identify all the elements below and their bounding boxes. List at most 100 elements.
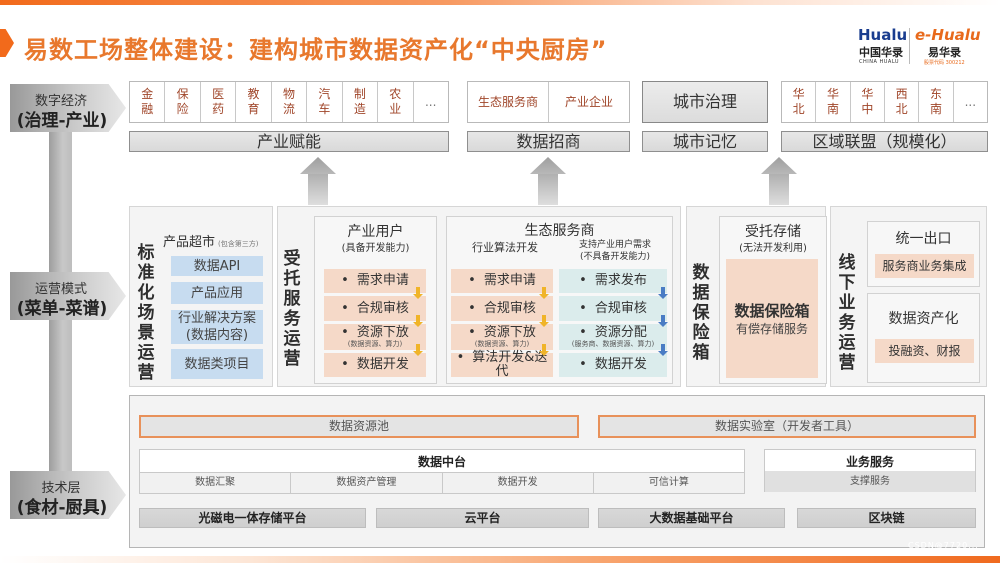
step-item: 合规审核 bbox=[324, 296, 426, 321]
investment-cell: 生态服务商 bbox=[468, 82, 549, 122]
step-item: 资源下放(数据资源、算力) bbox=[324, 324, 426, 350]
algo-dev-title: 行业算法开发 bbox=[472, 241, 538, 254]
layer-label-line2: (食材-厨具) bbox=[16, 498, 108, 518]
product-market-note: (包含第三方) bbox=[218, 240, 259, 248]
data-middle-platform-item: 数据开发 bbox=[442, 473, 594, 493]
data-lab: 数据实验室（开发者工具） bbox=[598, 415, 976, 438]
data-safe-vertical-title: 数据保险箱 bbox=[692, 263, 710, 363]
investment-bar: 数据招商 bbox=[467, 131, 630, 152]
support-services: 支撑服务 bbox=[765, 471, 975, 492]
ehualu-logo-sub: 股票代码 300212 bbox=[924, 60, 965, 66]
step-item: 数据开发 bbox=[559, 353, 667, 377]
industry-cell: 教 育 bbox=[236, 82, 272, 122]
step-item: 资源下放(数据资源、算力) bbox=[451, 324, 553, 350]
data-middle-platform-item: 可信计算 bbox=[593, 473, 744, 493]
step-label: 合规审核 bbox=[341, 301, 409, 316]
step-item: 资源分配(服务商、数据资源、算力) bbox=[559, 324, 667, 350]
entrusted-storage-subtitle: (无法开发利用) bbox=[739, 243, 807, 254]
industry-list: 金 融保 险医 药教 育物 流汽 车制 造农 业... bbox=[129, 81, 449, 123]
assetization-item: 投融资、财报 bbox=[875, 339, 974, 363]
region-cell: 华 南 bbox=[816, 82, 851, 122]
step-label: 需求申请 bbox=[468, 274, 536, 288]
ehualu-logo-en: e-Hualu bbox=[915, 26, 981, 44]
step-label: 需求发布 bbox=[579, 274, 647, 288]
standard-scenario-ops-panel: 标准化场景运营 产品超市(包含第三方) 数据API 产品应用 行业解决方案 (数… bbox=[129, 206, 273, 387]
step-note: (数据资源、算力) bbox=[474, 339, 530, 348]
region-cell: ... bbox=[964, 94, 977, 109]
flow-arrow-icon bbox=[413, 344, 423, 356]
hualu-logo-sub: CHINA HUALU bbox=[859, 59, 900, 65]
data-middle-platform: 数据中台 数据汇聚数据资产管理数据开发可信计算 bbox=[139, 449, 745, 494]
entrusted-service-ops-panel: 受托服务运营 产业用户 (具备开发能力) 需求申请 合规审核 资源下放(数据资源… bbox=[277, 206, 681, 387]
product-item: 行业解决方案 (数据内容) bbox=[171, 310, 263, 344]
data-resource-pool: 数据资源池 bbox=[139, 415, 579, 438]
up-arrow-icon bbox=[300, 157, 336, 205]
flow-arrow-icon bbox=[413, 287, 423, 299]
flow-arrow-icon bbox=[539, 344, 549, 356]
product-item: 数据类项目 bbox=[171, 349, 263, 379]
data-safe-box: 数据保险箱 有偿存储服务 bbox=[726, 259, 818, 378]
investment-list: 生态服务商产业企业 bbox=[467, 81, 630, 123]
industry-users-subtitle: (具备开发能力) bbox=[341, 243, 410, 254]
data-middle-platform-items: 数据汇聚数据资产管理数据开发可信计算 bbox=[140, 472, 744, 493]
platform-item: 云平台 bbox=[376, 508, 589, 528]
data-middle-platform-item: 数据资产管理 bbox=[291, 473, 443, 493]
step-label: 资源下放 bbox=[341, 325, 409, 340]
layer-label-tech: 技术层 (食材-厨具) bbox=[10, 471, 126, 519]
flow-arrow-icon bbox=[539, 315, 549, 327]
industry-cell: 汽 车 bbox=[307, 82, 343, 122]
up-arrow-icon bbox=[761, 157, 797, 205]
entrusted-ops-title: 受托服务运营 bbox=[283, 249, 301, 369]
step-item: 需求申请 bbox=[324, 269, 426, 293]
investment-cell: 产业企业 bbox=[564, 94, 613, 109]
region-cell: 西 北 bbox=[885, 82, 920, 122]
data-safe-panel: 数据保险箱 受托存储 (无法开发利用) 数据保险箱 有偿存储服务 bbox=[686, 206, 827, 387]
watermark: CSDN@7720... bbox=[908, 541, 979, 550]
entrusted-storage-title: 受托存储 bbox=[745, 224, 801, 240]
product-item: 产品应用 bbox=[171, 282, 263, 304]
unified-exit-box: 统一出口 服务商业务集成 bbox=[867, 221, 980, 287]
data-safe-box-title: 数据保险箱 bbox=[734, 301, 810, 320]
data-safe-box-subtitle: 有偿存储服务 bbox=[735, 321, 808, 336]
flow-arrow-icon bbox=[658, 344, 668, 356]
step-item: 需求发布 bbox=[559, 269, 667, 293]
industry-cell: 制 造 bbox=[343, 82, 379, 122]
product-market-title: 产品超市(包含第三方) bbox=[163, 231, 258, 250]
entrusted-storage-box: 受托存储 (无法开发利用) 数据保险箱 有偿存储服务 bbox=[719, 216, 827, 384]
assetization-title: 数据资产化 bbox=[888, 311, 959, 327]
region-cell: 东 南 bbox=[919, 82, 954, 122]
step-label: 资源下放 bbox=[468, 325, 536, 340]
step-label: 数据开发 bbox=[341, 358, 409, 372]
step-item: 数据开发 bbox=[324, 353, 426, 377]
layer-label-line1: 运营模式 bbox=[34, 282, 87, 297]
ehualu-logo-cn: 易华录 bbox=[928, 46, 961, 59]
industry-users-box: 产业用户 (具备开发能力) 需求申请 合规审核 资源下放(数据资源、算力) 数据… bbox=[314, 216, 437, 384]
hualu-logo-en: Hualu bbox=[858, 26, 908, 44]
step-note: (服务商、数据资源、算力) bbox=[571, 339, 655, 348]
step-item: 合规审核 bbox=[559, 296, 667, 321]
step-label: 数据开发 bbox=[579, 358, 647, 372]
layer-label-operation-mode: 运营模式 (菜单-菜谱) bbox=[10, 272, 126, 320]
product-item: 数据API bbox=[171, 256, 263, 276]
layer-label-line2: (菜单-菜谱) bbox=[16, 299, 108, 319]
industry-cell: ... bbox=[424, 94, 437, 109]
logo-divider bbox=[909, 28, 910, 64]
step-item: 需求申请 bbox=[451, 269, 553, 293]
support-users-subtitle: (不具备开发能力) bbox=[579, 252, 651, 262]
step-label: 合规审核 bbox=[468, 301, 536, 316]
offline-ops-vertical-title: 线下业务运营 bbox=[838, 253, 856, 373]
step-item: 算法开发&迭代 bbox=[451, 351, 553, 379]
flow-arrow-icon bbox=[658, 315, 668, 327]
step-label: 需求申请 bbox=[341, 274, 409, 288]
hualu-logo-cn: 中国华录 bbox=[859, 46, 903, 59]
industry-users-title: 产业用户 bbox=[347, 224, 404, 240]
bottom-accent-bar bbox=[0, 556, 1000, 563]
flow-arrow-icon bbox=[539, 287, 549, 299]
support-users-title: 支持产业用户需求 (不具备开发能力) bbox=[559, 239, 671, 263]
standard-ops-title: 标准化场景运营 bbox=[137, 243, 155, 383]
support-users-title-line: 支持产业用户需求 bbox=[578, 240, 651, 250]
region-alliance-bar: 区域联盟（规模化） bbox=[781, 131, 988, 152]
layer-label-line2: (治理-产业) bbox=[16, 111, 108, 131]
flow-arrow-icon bbox=[658, 287, 668, 299]
city-memory-bar: 城市记忆 bbox=[642, 131, 768, 152]
